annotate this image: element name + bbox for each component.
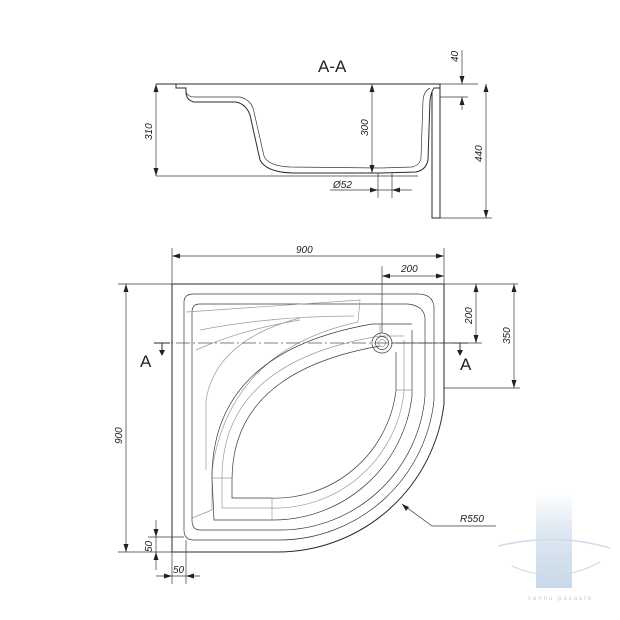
section-mark-right: A (452, 342, 472, 374)
dim-310-label: 310 (144, 123, 155, 140)
dim-200-top-label: 200 (400, 264, 418, 275)
apron (431, 88, 441, 219)
dim-radius: R550 (401, 503, 496, 527)
dim-900-top-label: 900 (296, 245, 313, 256)
section-view: A-A 310 300 40 (144, 50, 492, 219)
seat-step-inner (195, 315, 355, 470)
section-mark-left: A (140, 342, 170, 371)
dim-900-left-label: 900 (114, 427, 125, 444)
plan-view: A A 900 200 200 (114, 245, 520, 584)
step-band-inner (231, 345, 397, 499)
dim-300-label: 300 (360, 119, 371, 136)
dim-300: 300 (360, 84, 375, 173)
dim-50-vertical-label: 50 (144, 540, 155, 552)
section-mark-right-label: A (460, 355, 472, 374)
step-band-outer (211, 323, 413, 521)
dim-440: 440 (440, 84, 492, 219)
dim-radius-label: R550 (460, 514, 484, 525)
dim-310: 310 (144, 84, 159, 176)
tray-profile-outline (156, 83, 441, 174)
tray-profile-inner (185, 87, 431, 169)
step-band-mid (221, 335, 405, 509)
drain-stub (377, 173, 393, 198)
dim-200-top: 200 (381, 264, 444, 333)
dim-200-right-label: 200 (464, 307, 475, 325)
dim-50-horizontal-label: 50 (173, 565, 185, 576)
dim-350: 350 (444, 284, 520, 389)
tray-rim (183, 293, 435, 541)
seat-step (185, 299, 361, 519)
section-mark-left-label: A (140, 352, 152, 371)
dim-900-top: 900 (171, 245, 445, 284)
dim-200-right: 200 (392, 283, 518, 344)
dim-40-label: 40 (450, 50, 461, 62)
tray-outer-contour (171, 283, 445, 553)
dim-440-label: 440 (474, 145, 485, 162)
dim-52: Ø52 (330, 180, 412, 193)
section-title: A-A (318, 57, 347, 76)
dim-50-vertical: 50 (144, 520, 184, 570)
dim-350-label: 350 (502, 327, 513, 344)
dim-40: 40 (440, 50, 478, 110)
dim-50-horizontal: 50 (156, 540, 200, 584)
dim-900-left: 900 (114, 283, 172, 553)
dim-52-label: Ø52 (332, 180, 352, 191)
step-ticks (212, 324, 412, 520)
watermark-text: vannu pasaule (528, 596, 593, 602)
basin-wall (191, 303, 426, 531)
watermark-logo: vannu pasaule (497, 492, 611, 602)
